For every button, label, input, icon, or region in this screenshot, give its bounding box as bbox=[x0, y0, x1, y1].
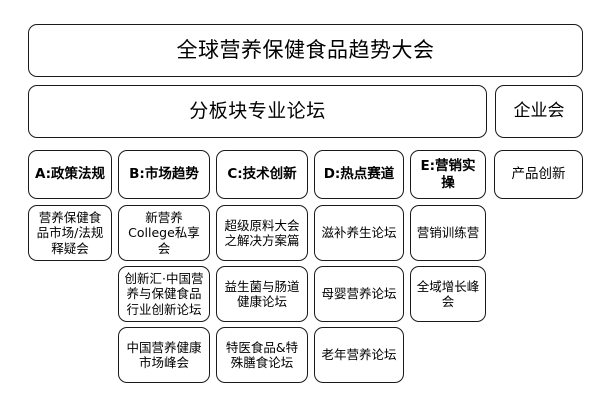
event-card: 滋补养生论坛 bbox=[314, 205, 404, 261]
event-card-label: 益生菌与肠道健康论坛 bbox=[224, 278, 300, 309]
conference-title-label: 全球营养保健食品趋势大会 bbox=[176, 37, 435, 62]
event-card: 新营养College私享会 bbox=[118, 205, 210, 261]
event-card: 益生菌与肠道健康论坛 bbox=[216, 266, 308, 322]
event-card-label: 创新汇·中国营养与保健食品行业创新论坛 bbox=[124, 271, 204, 317]
category-header-b-label: B:市场趋势 bbox=[129, 166, 199, 183]
event-card: 中国营养健康市场峰会 bbox=[118, 327, 210, 383]
event-card: 全域增长峰会 bbox=[410, 266, 486, 322]
event-card: 营养保健食品市场/法规释疑会 bbox=[28, 205, 112, 261]
conference-title-box: 全球营养保健食品趋势大会 bbox=[28, 24, 583, 77]
category-header-e-label: E:营销实操 bbox=[420, 158, 476, 191]
category-header-a: A:政策法规 bbox=[28, 150, 112, 199]
event-card-label: 营销训练营 bbox=[416, 225, 480, 241]
event-card-label: 母婴营养论坛 bbox=[321, 286, 397, 302]
event-card-label: 超级原料大会之解决方案篇 bbox=[224, 217, 300, 248]
event-card: 超级原料大会之解决方案篇 bbox=[216, 205, 308, 261]
event-card-label: 滋补养生论坛 bbox=[321, 225, 397, 241]
event-card-label: 中国营养健康市场峰会 bbox=[126, 339, 202, 370]
event-card: 母婴营养论坛 bbox=[314, 266, 404, 322]
side-track-label: 企业会 bbox=[513, 101, 565, 122]
category-header-b: B:市场趋势 bbox=[118, 150, 210, 199]
event-card: 营销训练营 bbox=[410, 205, 486, 261]
event-card-label: 特医食品&特殊膳食论坛 bbox=[225, 339, 299, 370]
event-card: 老年营养论坛 bbox=[314, 327, 404, 383]
category-header-d: D:热点赛道 bbox=[314, 150, 404, 199]
category-header-a-label: A:政策法规 bbox=[34, 166, 106, 183]
event-card-label: 全域增长峰会 bbox=[416, 278, 480, 309]
event-card: 特医食品&特殊膳食论坛 bbox=[216, 327, 308, 383]
side-track-box: 企业会 bbox=[495, 85, 583, 138]
event-card-label: 营养保健食品市场/法规释疑会 bbox=[36, 210, 104, 256]
category-header-d-label: D:热点赛道 bbox=[323, 166, 395, 183]
event-card: 创新汇·中国营养与保健食品行业创新论坛 bbox=[118, 266, 210, 322]
category-header-product-innovation: 产品创新 bbox=[494, 150, 583, 199]
event-card-label: 老年营养论坛 bbox=[321, 347, 397, 363]
category-header-product-innovation-label: 产品创新 bbox=[511, 166, 566, 183]
main-track-label: 分板块专业论坛 bbox=[189, 99, 326, 122]
category-header-c-label: C:技术创新 bbox=[227, 166, 297, 183]
event-card-label: 新营养College私享会 bbox=[128, 210, 200, 256]
category-header-c: C:技术创新 bbox=[216, 150, 308, 199]
category-header-e: E:营销实操 bbox=[410, 150, 486, 199]
main-track-box: 分板块专业论坛 bbox=[28, 85, 487, 138]
